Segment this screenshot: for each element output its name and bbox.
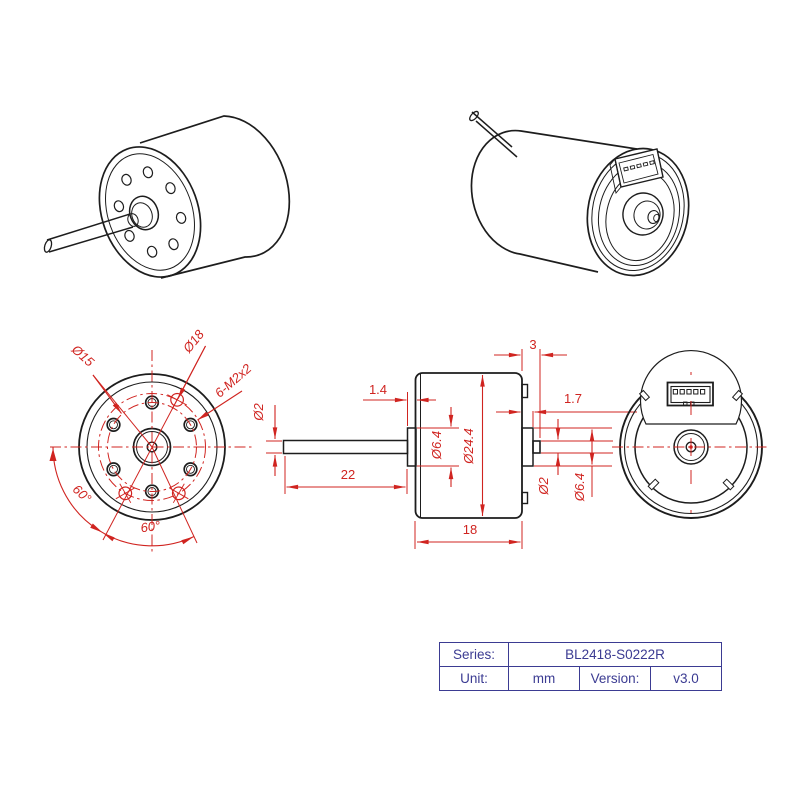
dim-label-angle-bottom: 60° [140, 518, 162, 536]
version-label: Version: [579, 666, 651, 691]
rear-shaft-stub [532, 440, 541, 454]
unit-label: Unit: [439, 666, 509, 691]
extension-lines [266, 349, 613, 549]
shaft-outline [282, 439, 409, 455]
title-block: Series: BL2418-S0222R Unit: mm Version: … [439, 642, 722, 691]
rear-tab-bottom [521, 491, 529, 505]
iso-view-rear [469, 110, 690, 277]
title-block-table: Series: BL2418-S0222R Unit: mm Version: … [439, 642, 722, 691]
dim-shaft-length: 22 [341, 467, 355, 482]
front-view: Ø15 Ø18 6-M2x2 60° 60° [49, 326, 255, 553]
dim-label-d18: Ø18 [179, 326, 207, 356]
motor-body-3d-outline-rear [470, 129, 638, 273]
front-plate-3d [105, 153, 195, 271]
shaft-3d [43, 213, 134, 253]
version-value: v3.0 [650, 666, 722, 691]
dim-label-d15: Ø15 [68, 341, 98, 370]
front-boss-3d [127, 195, 160, 231]
connector [666, 381, 714, 407]
connector-pins [672, 389, 706, 395]
connector-3d [609, 148, 664, 194]
dim-rear-shaft-diameter: Ø2 [536, 477, 551, 496]
motor-body-3d-outline [139, 115, 291, 279]
rear-view [612, 350, 770, 524]
rim-tabs [638, 389, 744, 491]
side-view: 1.4 3 1.7 22 18 Ø6.4 Ø24.4 Ø2 Ø2 Ø6.4 [251, 337, 637, 549]
shaft-3d-rear [469, 110, 518, 158]
series-label: Series: [439, 642, 509, 667]
dim-boss-length: 1.4 [369, 382, 387, 397]
motor-rear-face-3d [586, 147, 690, 277]
dim-body-diameter: Ø24.4 [461, 428, 476, 464]
rear-boss-3d [622, 192, 664, 236]
dim-body-length: 18 [463, 522, 477, 537]
dim-label-holes: 6-M2x2 [212, 360, 255, 400]
rear-view-centerlines [612, 372, 770, 524]
series-value: BL2418-S0222R [508, 642, 722, 667]
connector-pins-3d [623, 160, 655, 172]
rear-boss-outline [521, 427, 534, 467]
dim-boss-diameter: Ø6.4 [429, 431, 444, 460]
front-view-leaders [92, 345, 243, 544]
front-face-holes-3d [113, 166, 187, 258]
dim-rear-length: 3 [529, 337, 536, 352]
motor-front-face-3d [98, 146, 202, 278]
dim-shaft-diameter: Ø2 [251, 403, 266, 422]
unit-value: mm [508, 666, 580, 691]
rear-tab-top [521, 383, 529, 399]
dim-rear-boss-diameter: Ø6.4 [572, 473, 587, 502]
connector-key-left [683, 401, 688, 406]
dimension-lines [272, 352, 637, 545]
iso-view-front [43, 115, 291, 279]
dim-rear-boss-length: 1.7 [564, 391, 582, 406]
angle-dimension-arc [49, 446, 195, 547]
front-view-centerlines [50, 350, 254, 553]
